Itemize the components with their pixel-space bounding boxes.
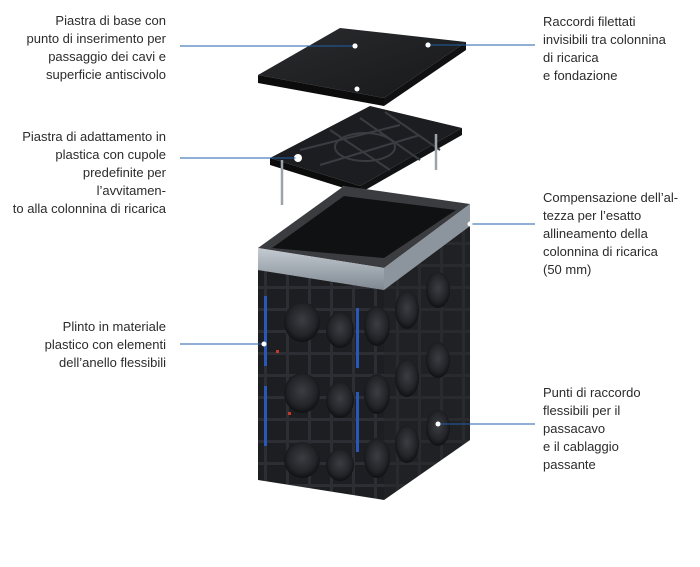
label-foundation-block: Plinto in materiale plastico con element… (44, 319, 166, 370)
foundation-block-graphic (258, 226, 470, 500)
label-height-compensation: Compensazione dell’al- tezza per l’esatt… (543, 190, 679, 277)
label-adapter-plate: Piastra di adattamento in plastica con c… (12, 129, 166, 216)
height-compensation-ring (258, 186, 470, 290)
leader-dots (261, 42, 473, 427)
label-base-plate: Piastra di base con punto di inserimento… (26, 13, 166, 82)
base-plate-graphic (258, 28, 466, 106)
label-cable-entry: Punti di raccordo flessibili per il pass… (543, 385, 641, 472)
adapter-plate-graphic (270, 106, 462, 213)
label-threaded-fittings: Raccordi filettati invisibili tra colonn… (543, 14, 666, 83)
leader-lines (180, 44, 535, 425)
